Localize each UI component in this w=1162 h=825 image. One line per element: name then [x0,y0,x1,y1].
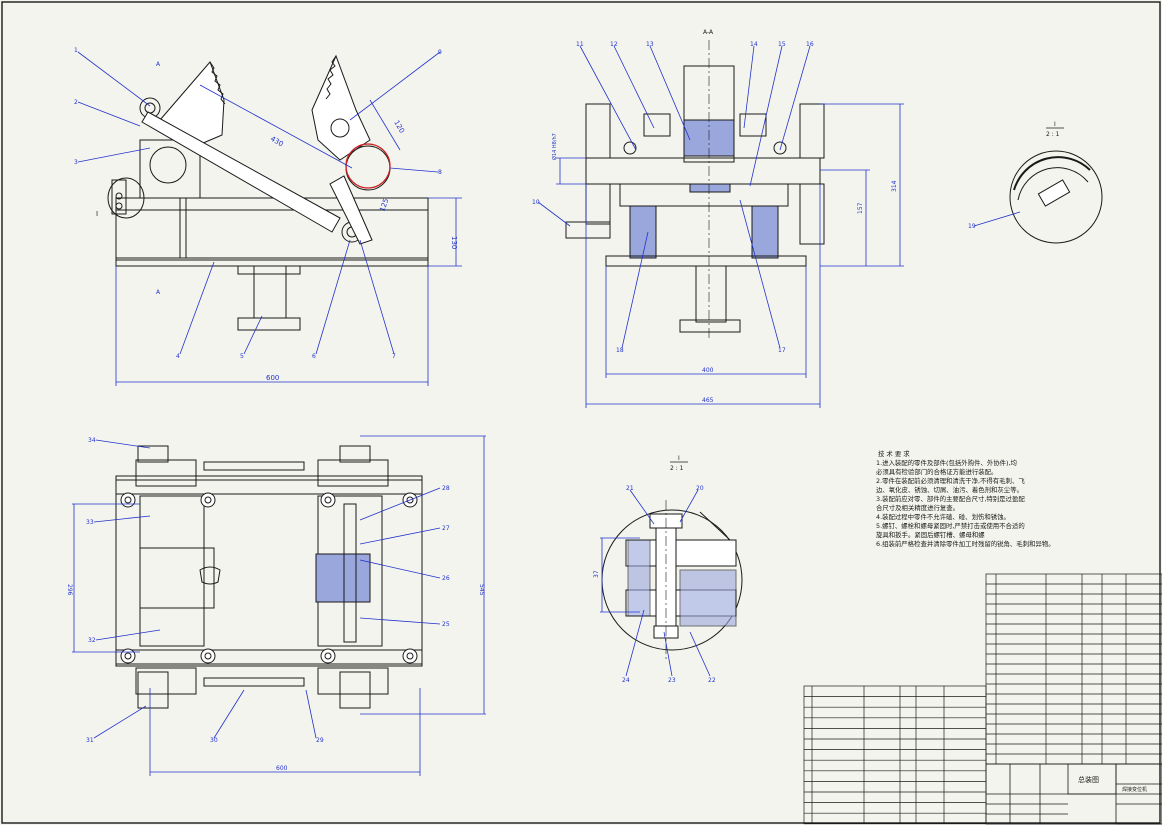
tech-req-line-4: 边、氧化皮、锈蚀、切屑、油污、着色剂和灰尘等。 [876,485,1023,494]
front-view-detail-circle [107,177,145,219]
side-view-leaders [537,45,811,349]
plan-balloon-33: 33 [86,519,94,526]
parts-list-lower [803,685,987,825]
front-balloon-I: I [96,210,98,218]
side-balloon-17: 17 [778,347,786,354]
front-balloon-5: 5 [240,353,244,360]
title-block-right-label: 焊接变位机 [1122,786,1147,793]
front-section-mark-bottom: A [156,289,161,296]
side-dim-outer: 465 [702,397,714,404]
plan-balloon-27: 27 [442,525,450,532]
front-balloon-4: 4 [176,353,180,360]
plan-balloon-30: 30 [210,737,218,744]
tech-req-line-10: 6.组装前严格检查并清除零件加工时残留的锐角、毛刺和异物。 [876,539,1055,548]
plan-dim-width: 600 [276,765,288,772]
detail-top-leader [973,211,1021,227]
plan-balloon-29: 29 [316,737,324,744]
tech-req-line-8: 5.螺钉、螺栓和螺母紧固时,严禁打击或使用不合适的 [876,521,1025,530]
front-balloon-1: 1 [74,47,78,54]
parts-list-frame [803,685,987,825]
plan-bolts [120,492,418,664]
detail-balloon-22: 22 [708,677,716,684]
detail-bottom-scale: 2 : 1 [670,465,684,472]
technical-requirements: 技 术 要 求 1.进入装配的零件及部件(包括外购件、外协件),均 必须具有检验… [876,449,1055,548]
tech-req-line-7: 4.装配过程中零件不允许磕、碰、划伤和锈蚀。 [876,512,1010,521]
side-dim-h1: 157 [857,202,864,214]
plan-balloon-31: 31 [86,737,94,744]
tech-req-title: 技 术 要 求 [878,449,910,458]
detail-balloon-19: 19 [968,223,976,230]
front-dim-height: 130 [450,236,458,249]
detail-bottom-leaders [625,489,711,677]
detail-balloon-24: 24 [622,677,630,684]
plan-balloon-32: 32 [88,637,96,644]
front-balloon-2: 2 [74,99,78,106]
side-balloon-12: 12 [610,41,618,48]
front-balloon-9: 9 [438,49,442,56]
plan-dim-depth: 545 [478,584,485,596]
front-view-highlight-circle [345,143,391,189]
detail-top-view [1009,150,1103,244]
section-aa-title: A-A [703,29,714,36]
plan-balloon-26: 26 [442,575,450,582]
plan-balloon-25: 25 [442,621,450,628]
plan-dim-inner: 296 [66,584,73,596]
detail-balloon-20: 20 [696,485,704,492]
detail-top-label: I [1054,121,1056,128]
side-dim-h2: 314 [891,180,898,192]
plan-view-dimensions [72,435,486,776]
front-section-mark-top: A [156,61,161,68]
plan-balloon-28: 28 [442,485,450,492]
tech-req-line-6: 合尺寸及相关精度进行复查。 [876,503,959,512]
tech-req-line-2: 必须具有检验部门的合格证方能进行装配。 [876,467,997,476]
plan-view [115,445,423,709]
side-dim-dia: Ø14 H8/h7 [551,133,558,160]
side-balloon-13: 13 [646,41,654,48]
front-balloon-6: 6 [312,353,316,360]
detail-dim-h: 37 [593,570,600,578]
side-balloon-16: 16 [806,41,814,48]
side-dim-inner: 400 [702,367,714,374]
side-balloon-11: 11 [576,41,584,48]
tech-req-line-1: 1.进入装配的零件及部件(包括外购件、外协件),均 [876,458,1017,467]
tech-req-line-3: 2.零件在装配前必须清理和清洗干净,不得有毛刺、飞 [876,476,1025,485]
front-balloon-7: 7 [392,353,396,360]
tech-req-line-9: 旋具和扳手。紧固后螺钉槽、螺母和螺 [876,530,985,539]
detail-top-scale: 2 : 1 [1046,131,1060,138]
front-view-dimensions [115,84,462,386]
front-view [111,54,429,331]
detail-balloon-21: 21 [626,485,634,492]
tech-req-line-5: 3.装配前应对零、部件的主要配合尺寸,特别是过盈配 [876,494,1025,503]
title-block [985,763,1162,825]
plan-view-leaders [93,439,441,739]
front-balloon-8: 8 [438,169,442,176]
front-view-leaders [77,51,441,355]
side-balloon-10: 10 [532,199,540,206]
detail-bottom-dimensions [600,537,640,613]
side-balloon-15: 15 [778,41,786,48]
detail-bottom-view [601,509,743,651]
detail-balloon-23: 23 [668,677,676,684]
front-balloon-3: 3 [74,159,78,166]
front-dim-width: 600 [266,374,279,382]
title-block-center-label: 总装图 [1078,775,1099,784]
side-balloon-18: 18 [616,347,624,354]
side-view-dimensions [556,103,904,408]
detail-bottom-label: I [678,455,680,462]
parts-list-upper [985,573,1162,765]
plan-balloon-34: 34 [88,437,96,444]
side-balloon-14: 14 [750,41,758,48]
